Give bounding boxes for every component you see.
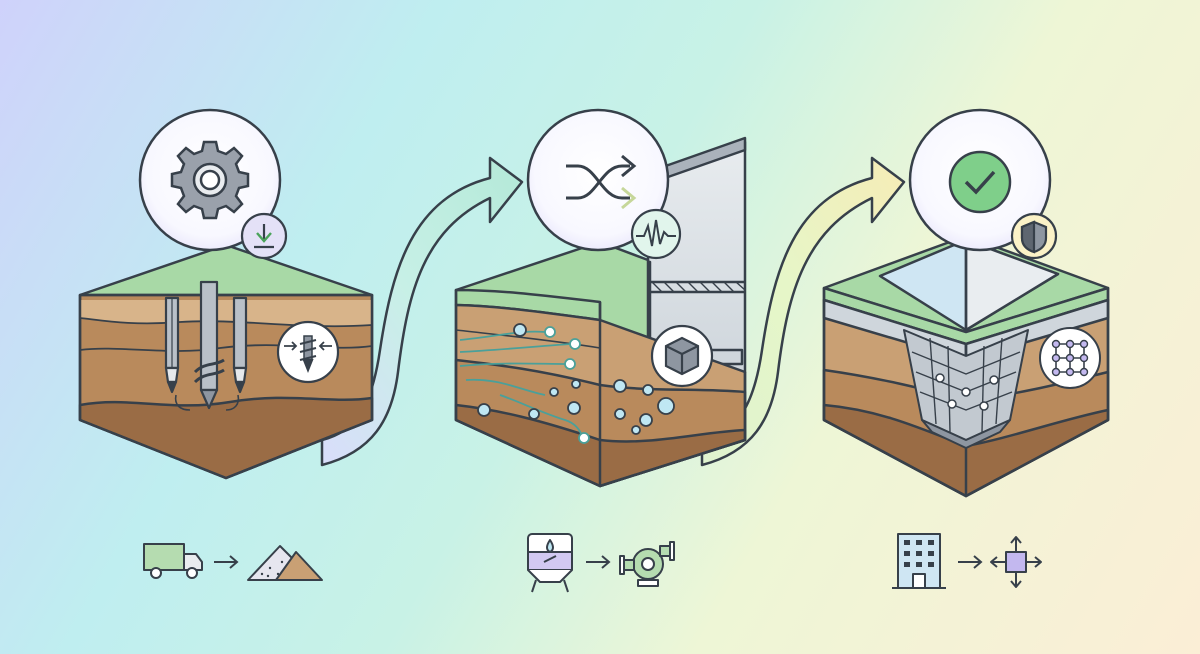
gear-icon xyxy=(170,140,250,220)
truck-icon xyxy=(143,543,203,579)
stage-3-reinforced-zone xyxy=(903,329,1029,449)
stage-1-drill-rods xyxy=(164,280,248,411)
building-icon xyxy=(892,533,946,589)
sand-pile-icon xyxy=(247,545,323,581)
shuffle-arrows-icon-circle xyxy=(526,108,670,252)
gear-icon-circle xyxy=(138,108,282,252)
arrow-right-icon-3 xyxy=(958,555,983,569)
arrow-right-icon xyxy=(214,555,239,569)
stage-2-injection-paths xyxy=(459,326,590,444)
shuffle-arrows-icon xyxy=(566,154,637,210)
cube-icon xyxy=(650,324,714,388)
stage-2-grout-bubbles xyxy=(477,323,675,435)
check-circle-icon xyxy=(948,150,1012,214)
screw-compression-icon xyxy=(276,320,340,384)
arrow-right-icon-2 xyxy=(586,555,611,569)
check-circle-icon-circle xyxy=(908,108,1052,252)
pump-icon xyxy=(619,541,675,587)
slurry-tank-icon xyxy=(527,533,573,593)
expand-arrows-icon xyxy=(990,536,1042,588)
download-arrow-icon xyxy=(240,212,288,260)
shield-icon xyxy=(1010,212,1058,260)
grid-network-icon xyxy=(1039,327,1101,389)
vibration-wave-icon xyxy=(630,208,682,260)
